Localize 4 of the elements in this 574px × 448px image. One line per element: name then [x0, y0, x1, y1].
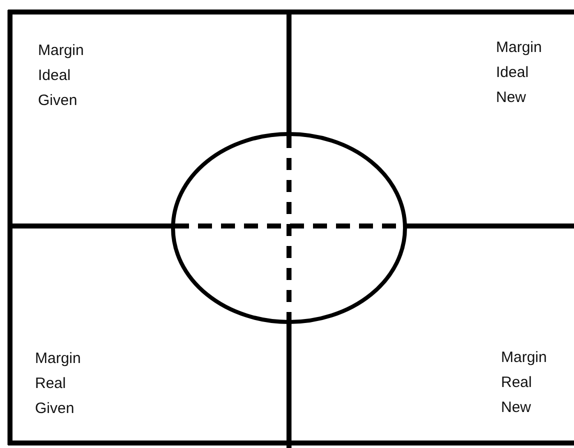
quadrant-label: Margin Real Given: [35, 349, 81, 419]
quadrant-label: Margin Real New: [501, 348, 547, 418]
quadrant-label: Margin Ideal Given: [38, 41, 84, 111]
quadrant-label: Margin Ideal New: [496, 38, 542, 108]
